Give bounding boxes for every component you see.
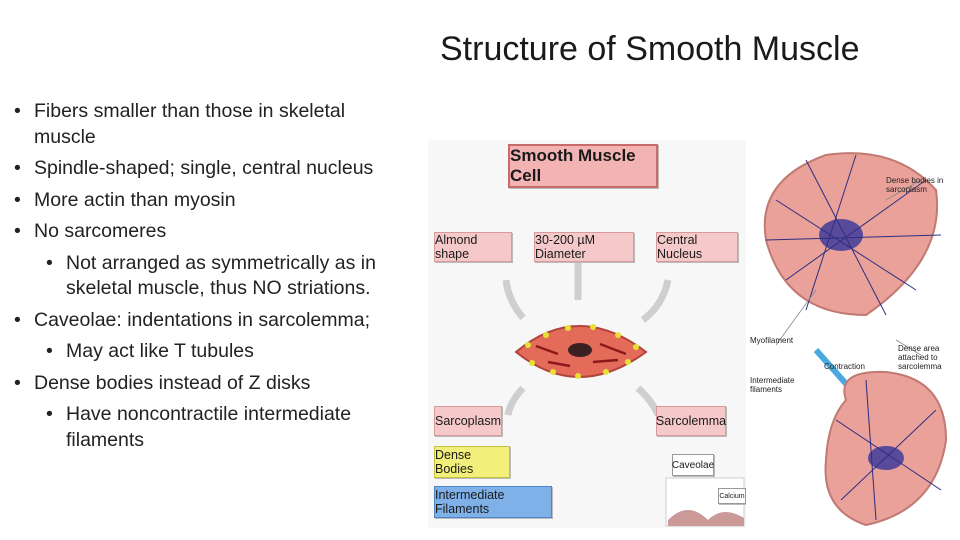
bullet-item: No sarcomeres — [14, 219, 409, 245]
contracted-filaments — [835, 379, 942, 521]
label-almond-shape: Almond shape — [434, 232, 512, 262]
relaxed-filaments — [765, 154, 942, 316]
sub-bullet-item: Not arranged as symmetrically as in skel… — [46, 251, 409, 302]
annotation-dense-sarcoplasm: Dense bodies in sarcoplasm — [886, 176, 944, 194]
relaxed-nucleus — [819, 219, 863, 251]
sub-bullet-item: May act like T tubules — [46, 339, 409, 365]
arrow-shape — [502, 279, 526, 321]
cell-illustration — [502, 260, 745, 527]
smooth-muscle-cell-diagram: Smooth Muscle Cell Almond shape 30-200 µ… — [428, 140, 746, 528]
label-sarcolemma: Sarcolemma — [656, 406, 726, 436]
contraction-drawing — [763, 152, 948, 527]
contraction-illustration: Dense bodies in sarcoplasm Myofilament C… — [746, 140, 951, 528]
membrane-shape — [668, 510, 744, 526]
leader-lines — [775, 179, 922, 356]
label-central-nucleus: Central Nucleus — [656, 232, 738, 262]
label-calcium: Calcium — [718, 488, 746, 504]
arrow-shape — [635, 385, 662, 417]
bullet-item: Caveolae: indentations in sarcolemma; — [14, 308, 409, 334]
bullet-item: Dense bodies instead of Z disks — [14, 371, 409, 397]
annotation-intermediate-filaments: Intermediate filaments — [750, 376, 795, 394]
bullet-item: Fibers smaller than those in skeletal mu… — [14, 99, 409, 150]
figure-header: Smooth Muscle Cell — [508, 144, 658, 188]
annotation-dense-area: Dense area attached to sarcolemma — [898, 344, 942, 371]
slide-title: Structure of Smooth Muscle — [440, 30, 860, 68]
annotation-myofilament: Myofilament — [750, 336, 794, 345]
bullet-item: Spindle-shaped; single, central nucleus — [14, 156, 409, 182]
bullet-item: More actin than myosin — [14, 188, 409, 214]
bullet-list: Fibers smaller than those in skeletal mu… — [14, 99, 409, 459]
arrow-shape — [640, 279, 672, 323]
label-caveolae: Caveolae — [672, 454, 714, 476]
dense-body-dots — [525, 324, 639, 379]
label-dense-bodies: Dense Bodies — [434, 446, 510, 478]
arrow-shape — [504, 385, 526, 416]
label-intermediate-filaments: Intermediate Filaments — [434, 486, 552, 518]
cell-nucleus — [568, 343, 592, 357]
sub-bullet-item: Have noncontractile intermediate filamen… — [46, 402, 409, 453]
label-sarcoplasm: Sarcoplasm — [434, 406, 502, 436]
annotation-contraction: Contraction — [824, 362, 865, 371]
label-diameter: 30-200 µM Diameter — [534, 232, 634, 262]
filament-group — [535, 342, 627, 368]
